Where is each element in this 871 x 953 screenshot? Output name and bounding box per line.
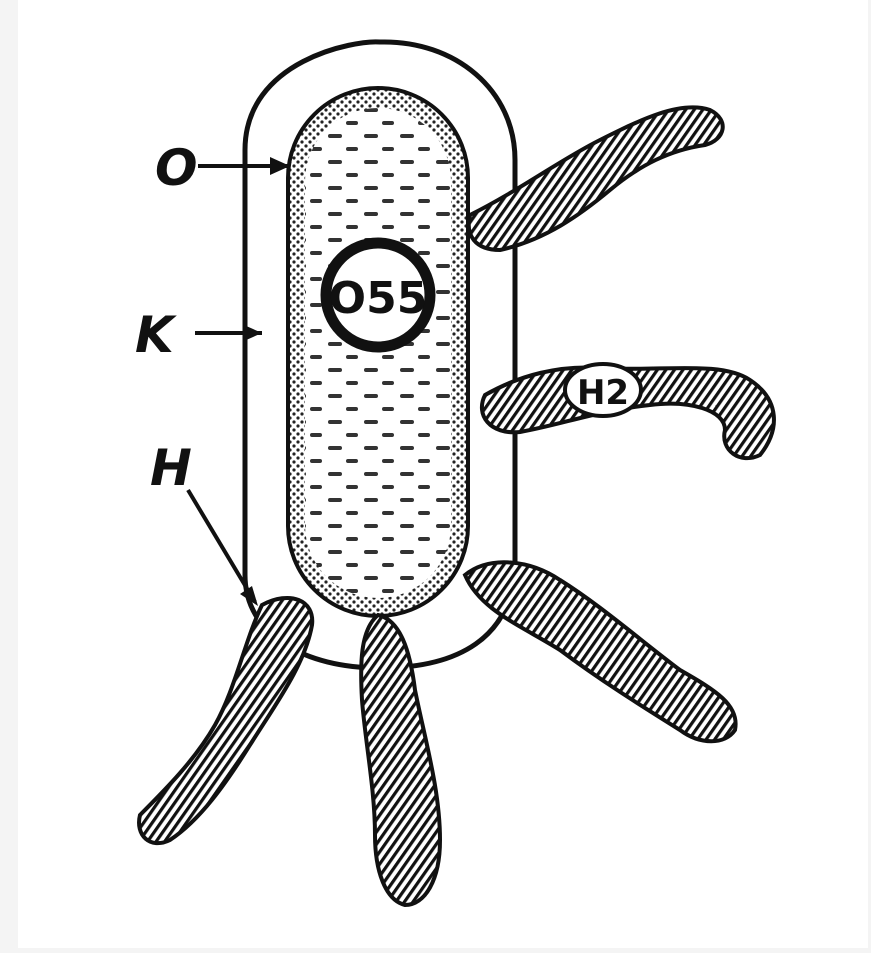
h-antigen-label: H bbox=[150, 439, 192, 497]
somatic-antigen-label: O55 bbox=[329, 273, 428, 324]
cytoplasm bbox=[305, 108, 451, 598]
flagellar-antigen-label: H2 bbox=[577, 373, 629, 413]
o-antigen-label: O bbox=[155, 139, 198, 197]
k-antigen-label: K bbox=[135, 306, 177, 364]
